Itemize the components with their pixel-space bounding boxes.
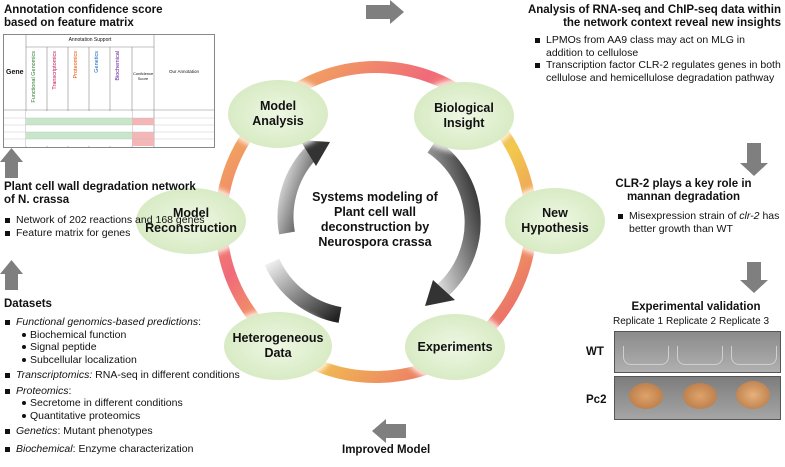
arrow-up-2 (0, 260, 23, 290)
analysis-item: LPMOs from AA9 class may act on MLG in a… (534, 34, 782, 59)
matrix-col-proteomics: Proteomics (73, 51, 79, 79)
clr2-item-italic: clr-2 (739, 210, 760, 222)
fungal-growth (683, 383, 717, 409)
datasets-title: Datasets (4, 298, 52, 310)
replicate-label: Replicate 3 (719, 316, 770, 327)
inner-arrow-right-head (425, 280, 455, 306)
validation-plate-pc2 (614, 376, 781, 420)
arrow-down-1 (740, 143, 768, 176)
node-heterogeneous-data-label: Heterogeneous Data (232, 331, 324, 360)
dataset-functional-genomics: Functional genomics-based predictions: (4, 316, 294, 329)
matrix-annotation-header: Our Annotation (168, 69, 200, 74)
arrow-up-1 (0, 148, 23, 178)
analysis-item: Transcription factor CLR-2 regulates gen… (534, 59, 782, 84)
matrix-group-header: Annotation Support (68, 37, 112, 43)
node-experiments-label: Experiments (417, 339, 493, 354)
network-item: Feature matrix for genes (4, 227, 234, 240)
cycle-center-title: Systems modeling of Plant cell wall deco… (312, 190, 438, 249)
plate-well (731, 346, 777, 365)
arrow-left-bottom (372, 419, 406, 443)
validation-plate-wt (614, 331, 781, 373)
clr2-title: CLR-2 plays a key role in mannan degrada… (615, 178, 752, 203)
fungal-growth (629, 383, 663, 409)
pr-label: Proteomics (16, 384, 69, 397)
annotation-title: Annotation confidence score based on fea… (4, 4, 163, 29)
node-heterogeneous-data: Heterogeneous Data (224, 312, 332, 380)
inner-arrow-top-head (300, 140, 330, 166)
feature-matrix-grid (4, 35, 214, 147)
replicate-label: Replicate 2 (666, 316, 717, 327)
inner-arrow-bottom (264, 258, 342, 323)
row-label-wt: WT (586, 346, 604, 358)
arrow-right-top (366, 0, 404, 24)
dataset-genetics: Genetics: Mutant phenotypes (4, 425, 294, 438)
matrix-col-functional-genomics: Functional Genomics (31, 51, 37, 103)
pr-sub-item: Quantitative proteomics (20, 410, 294, 423)
analysis-title: Analysis of RNA-seq and ChIP-seq data wi… (527, 4, 781, 29)
tr-label: Transcriptomics: (16, 369, 93, 381)
node-model-reconstruction: Model Reconstruction (136, 188, 246, 254)
node-biological-insight: Biological Insight (414, 82, 514, 150)
plate-well (677, 346, 723, 365)
bi-label: Biochemical (16, 442, 73, 455)
clr2-item: Misexpression strain of clr-2 has better… (617, 210, 782, 235)
replicate-label: Replicate 1 (613, 316, 664, 327)
node-biological-insight-label: Biological Insight (434, 101, 494, 130)
fg-sub-item: Biochemical function (20, 329, 294, 342)
arrow-down-2 (740, 262, 768, 293)
node-new-hypothesis-label: New Hypothesis (521, 206, 589, 235)
improved-model-label: Improved Model (342, 444, 431, 456)
analysis-list: LPMOs from AA9 class may act on MLG in a… (534, 34, 782, 84)
clr2-list: Misexpression strain of clr-2 has better… (617, 210, 782, 235)
clr2-item-pre: Misexpression strain of (629, 210, 740, 222)
fg-sub-item: Signal peptide (20, 341, 294, 354)
bi-text: : Enzyme characterization (72, 442, 194, 455)
matrix-col-genetics: Genetics (94, 51, 100, 73)
dataset-proteomics: Proteomics: (4, 385, 294, 398)
network-item: Network of 202 reactions and 168 genes (4, 214, 226, 227)
dataset-transcriptomics: Transcriptomics: RNA-seq in different co… (4, 369, 294, 382)
node-experiments: Experiments (405, 314, 505, 380)
row-label-pc2: Pc2 (586, 394, 607, 406)
matrix-score-header: Confidence Score (133, 71, 154, 81)
fg-sub-item: Subcellular localization (20, 354, 294, 367)
feature-matrix: Annotation Support Gene Functional Genom… (3, 34, 215, 148)
validation-title: Experimental validation (631, 301, 761, 313)
matrix-col-transcriptomics: Transcriptomics (52, 51, 58, 90)
node-model-analysis-label: Model Analysis (252, 99, 304, 128)
matrix-rows (4, 111, 214, 146)
node-model-analysis: Model Analysis (228, 80, 328, 148)
network-title: Plant cell wall degradation network of N… (4, 181, 196, 206)
node-new-hypothesis: New Hypothesis (505, 188, 605, 254)
inner-arrow-right (427, 139, 481, 296)
matrix-gene-header: Gene (6, 69, 24, 76)
network-list: Network of 202 reactions and 168 genes F… (4, 214, 234, 239)
node-model-reconstruction-label: Model Reconstruction (145, 206, 237, 235)
ge-label: Genetics (16, 425, 58, 437)
inner-arrow-top (277, 145, 319, 235)
plate-well (623, 346, 669, 365)
fg-label: Functional genomics-based predictions (16, 316, 199, 328)
pr-sub-item: Secretome in different conditions (20, 397, 294, 410)
datasets-list: Functional genomics-based predictions: B… (4, 316, 294, 455)
clr2-item-post: has better growth than WT (629, 210, 780, 235)
ge-text: : Mutant phenotypes (57, 425, 153, 437)
matrix-col-biochemical: Biochemical (115, 51, 121, 81)
fungal-growth (736, 381, 770, 409)
dataset-biochemical: Biochemical: Enzyme characterization (4, 443, 294, 456)
tr-text: RNA-seq in different conditions (92, 369, 240, 381)
